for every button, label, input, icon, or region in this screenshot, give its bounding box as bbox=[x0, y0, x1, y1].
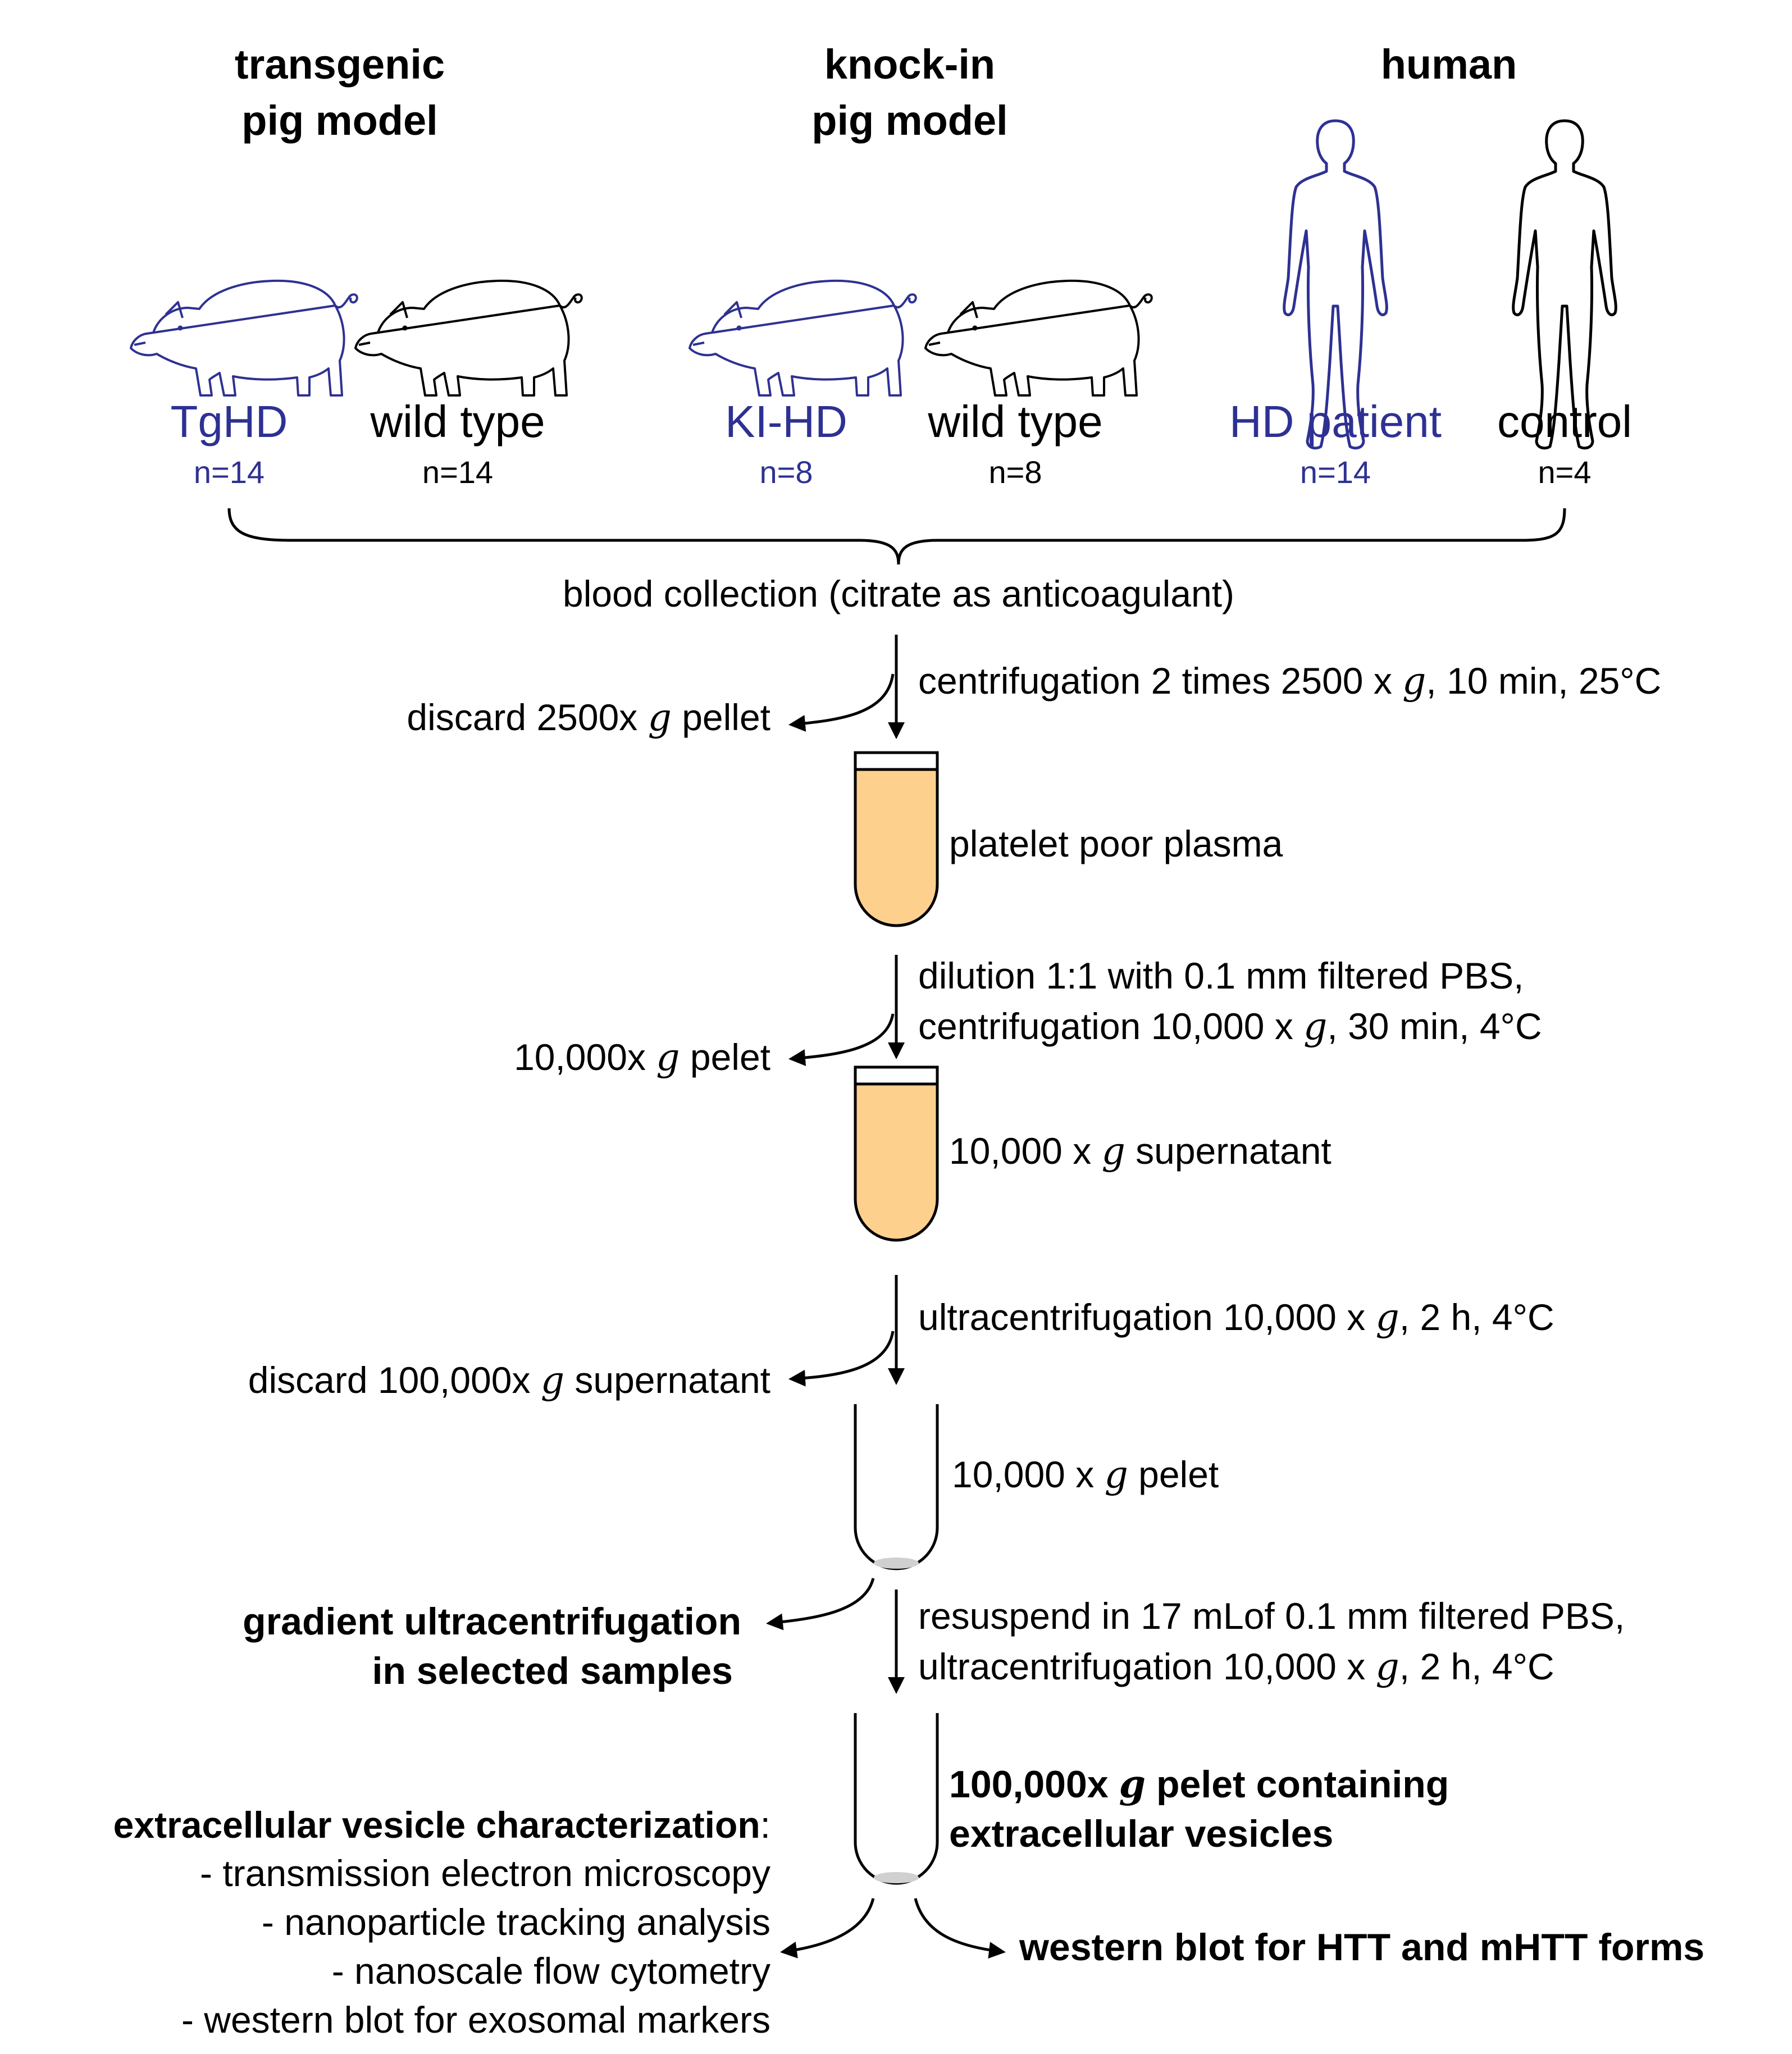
group-title-transgenic-2: pig model bbox=[241, 97, 437, 144]
group-title-knockin: knock-in bbox=[824, 41, 995, 88]
step2-line1: dilution 1:1 with 0.1 mm filtered PBS, bbox=[918, 955, 1524, 996]
n-control: n=4 bbox=[1538, 454, 1592, 490]
group-title-human: human bbox=[1381, 41, 1517, 88]
group-title-transgenic: transgenic bbox=[235, 41, 445, 88]
characterization-item-1: - transmission electron microscopy bbox=[200, 1852, 770, 1894]
n-kihd: n=8 bbox=[760, 454, 813, 490]
discard1-text: discard 2500x g pellet bbox=[407, 696, 770, 739]
group-title-knockin-2: pig model bbox=[811, 97, 1007, 144]
characterization-arrow bbox=[780, 1898, 875, 1959]
western-arrow bbox=[914, 1898, 1006, 1959]
tube-pellet bbox=[854, 1404, 939, 1570]
n-wildtype-tg: n=14 bbox=[422, 454, 493, 490]
step3-text: ultracentrifugation 10,000 x g, 2 h, 4°C bbox=[918, 1296, 1554, 1339]
label-tghd: TgHD bbox=[171, 397, 288, 447]
pig-wildtype-ki-icon bbox=[924, 279, 1153, 397]
n-hd-patient: n=14 bbox=[1300, 454, 1371, 490]
western-blot-label: western blot for HTT and mHTT forms bbox=[1019, 1926, 1704, 1969]
discard1-arrow bbox=[788, 673, 895, 732]
label-wildtype-ki: wild type bbox=[927, 397, 1102, 447]
n-tghd: n=14 bbox=[194, 454, 265, 490]
discard3-arrow bbox=[788, 1331, 895, 1387]
pig-tghd-icon bbox=[130, 279, 358, 397]
n-wildtype-ki: n=8 bbox=[989, 454, 1042, 490]
characterization-item-2: - nanoparticle tracking analysis bbox=[262, 1901, 770, 1943]
discard2-arrow bbox=[788, 1013, 895, 1067]
characterization-item-3: - nanoscale flow cytometry bbox=[332, 1950, 770, 1992]
tube3-label: 10,000 x g pelet bbox=[952, 1453, 1219, 1496]
collection-label: blood collection (citrate as anticoagula… bbox=[563, 573, 1234, 614]
tube-ev-pellet bbox=[854, 1713, 939, 1885]
tube4-line1: 100,000x g pelet containing bbox=[949, 1762, 1449, 1807]
gradient-line2: in selected samples bbox=[372, 1650, 733, 1692]
step2-line2: centrifugation 10,000 x g, 30 min, 4°C bbox=[918, 1005, 1542, 1048]
tube1-label: platelet poor plasma bbox=[949, 823, 1283, 864]
step4-line1: resuspend in 17 mLof 0.1 mm filtered PBS… bbox=[918, 1595, 1625, 1637]
discard3-text: discard 100,000x g supernatant bbox=[248, 1359, 770, 1402]
step1-text: centrifugation 2 times 2500 x g, 10 min,… bbox=[918, 659, 1661, 703]
pig-kihd-icon bbox=[688, 279, 917, 397]
gradient-line1: gradient ultracentrifugation bbox=[243, 1600, 741, 1643]
tube4-line2: extracellular vesicles bbox=[949, 1812, 1333, 1855]
tube-plasma bbox=[854, 751, 939, 927]
step4-line2: ultracentrifugation 10,000 x g, 2 h, 4°C bbox=[918, 1645, 1554, 1688]
characterization-item-4: - western blot for exosomal markers bbox=[181, 1999, 770, 2041]
label-wildtype-tg: wild type bbox=[370, 397, 545, 447]
label-control: control bbox=[1497, 397, 1632, 447]
discard2-text: 10,000x g pelet bbox=[514, 1036, 770, 1079]
tube2-label: 10,000 x g supernatant bbox=[949, 1130, 1332, 1173]
label-hd-patient: HD patient bbox=[1229, 397, 1442, 447]
characterization-title: extracellular vesicle characterization: bbox=[113, 1804, 770, 1846]
pig-wildtype-tg-icon bbox=[354, 279, 583, 397]
grouping-brace bbox=[227, 508, 1566, 565]
tube-supernatant bbox=[854, 1065, 939, 1242]
gradient-arrow bbox=[766, 1578, 875, 1631]
label-kihd: KI-HD bbox=[725, 397, 847, 447]
